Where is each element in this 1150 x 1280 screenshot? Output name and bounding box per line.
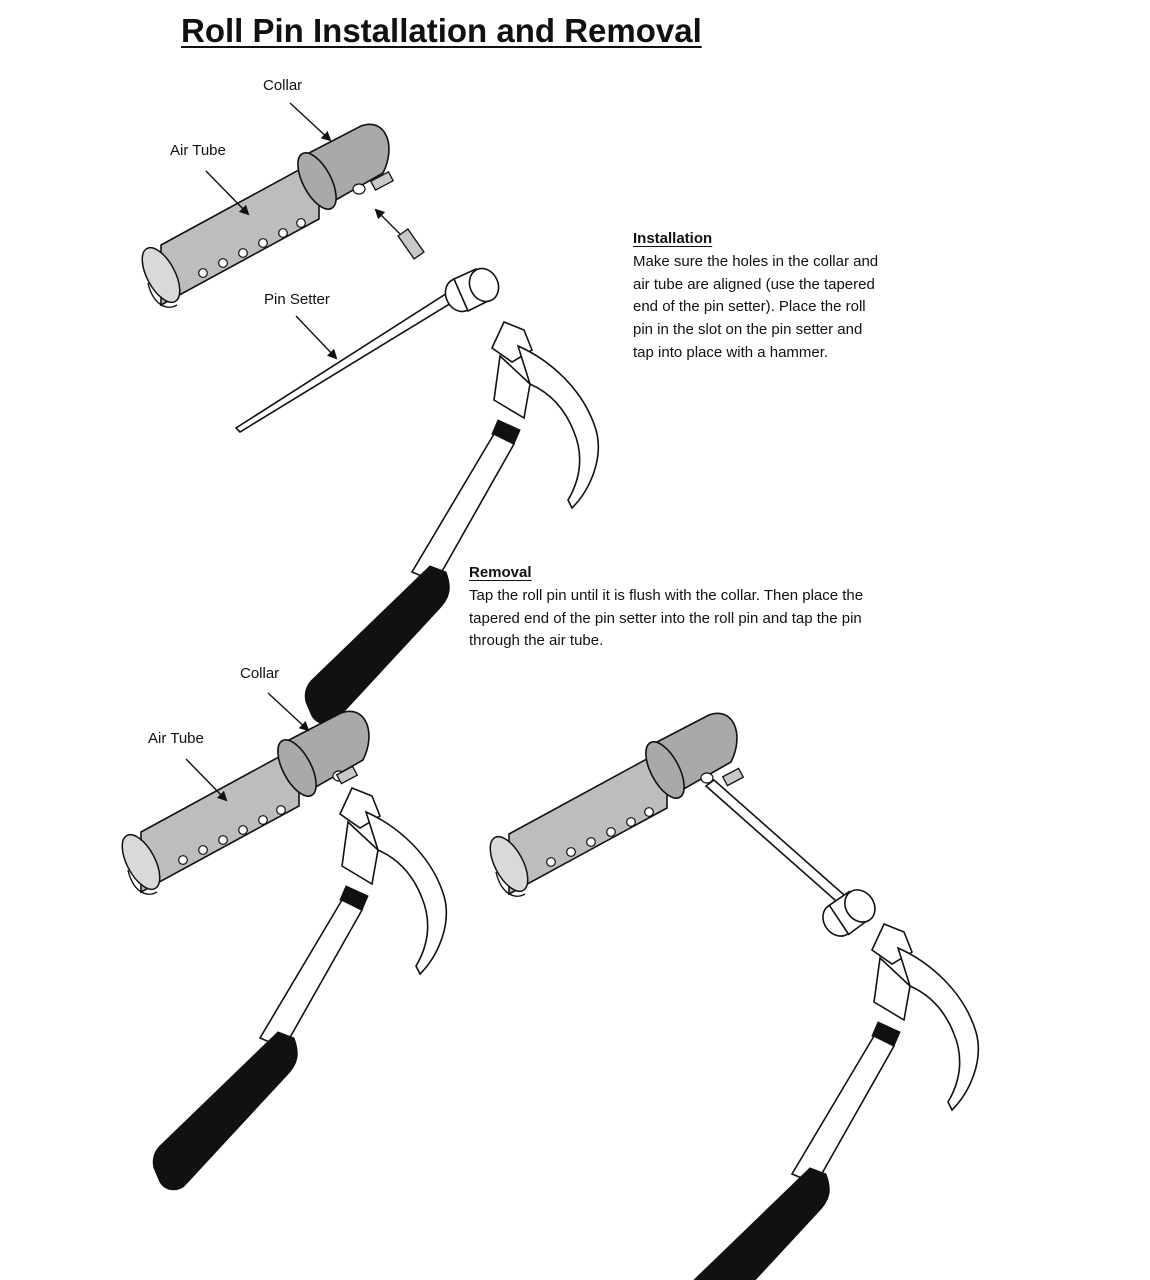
label-pin-setter: Pin Setter [264,291,330,308]
air-tube-leader-top [205,170,250,216]
installation-section: Installation Make sure the holes in the … [633,228,933,365]
removal-line: tapered end of the pin setter into the r… [469,609,862,627]
removal-heading: Removal [469,564,532,581]
page-title: Roll Pin Installation and Removal [181,12,702,49]
roll-pin-bottom-left [335,765,359,785]
label-air-tube-bottom: Air Tube [148,730,204,747]
air-tube-assembly-bottom-right [481,712,738,898]
label-collar-bottom: Collar [240,665,280,682]
air-tube-leader-bottom [185,758,228,802]
hammer-top [304,321,600,725]
roll-pin-loose [397,228,425,260]
removal-section: Removal Tap the roll pin until it is flu… [469,562,949,653]
installation-line: tap into place with a hammer. [633,343,829,361]
pin-setter-leader [295,315,338,360]
collar-leader-bottom [267,692,310,732]
label-collar-top: Collar [263,77,303,94]
installation-heading: Installation [633,230,713,247]
roll-pin-in-collar [369,171,395,191]
installation-line: Make sure the holes in the collar and [633,252,879,270]
installation-line: end of the pin setter). Place the roll [633,298,866,316]
pin-setter-bottom-right [704,778,886,946]
installation-line: pin in the slot on the pin setter and [633,321,863,339]
insert-arrow [374,208,401,235]
label-air-tube-top: Air Tube [170,142,226,159]
installation-line: air tube are aligned (use the tapered [633,275,875,293]
removal-line: through the air tube. [469,632,604,650]
roll-pin-bottom-right [721,767,745,787]
pin-setter-top [234,262,505,434]
removal-line: Tap the roll pin until it is flush with … [469,586,864,604]
collar-leader-top [289,102,332,142]
hammer-bottom-right [684,923,980,1280]
